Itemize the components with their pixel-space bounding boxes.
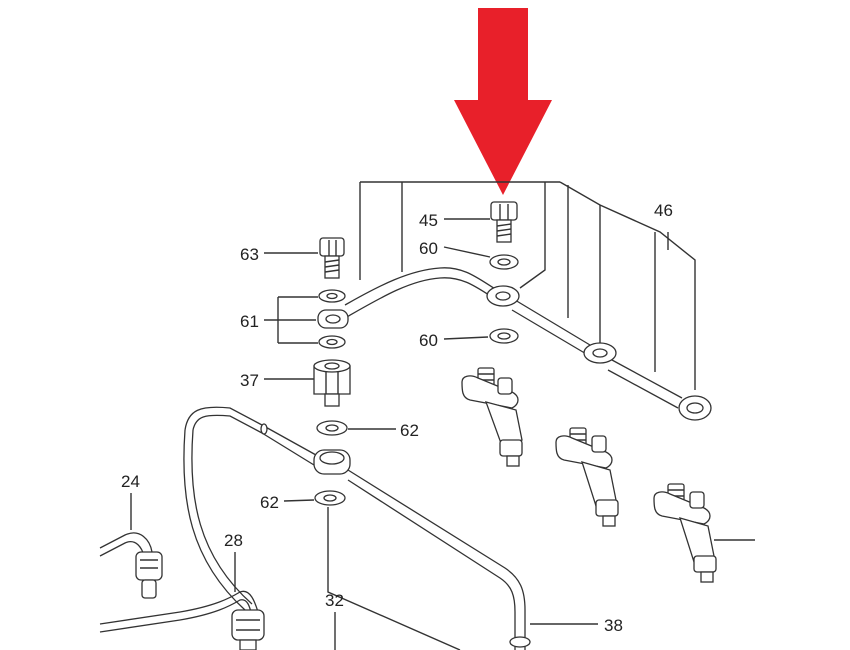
label-part-46: 46 bbox=[654, 201, 673, 220]
injection-pipe-left bbox=[183, 406, 263, 611]
banjo-fitting-61 bbox=[317, 289, 349, 349]
hollow-bolt-37 bbox=[313, 359, 351, 407]
injector-2 bbox=[555, 427, 619, 527]
label-part-61: 61 bbox=[240, 312, 259, 331]
label-part-60-bottom: 60 bbox=[419, 331, 438, 350]
injection-pipe-28 bbox=[99, 590, 265, 650]
lower-banjo bbox=[313, 449, 351, 475]
label-part-37: 37 bbox=[240, 371, 259, 390]
fuel-rail-bracket bbox=[359, 181, 696, 390]
label-part-38: 38 bbox=[604, 616, 623, 635]
label-part-62-right: 62 bbox=[400, 421, 419, 440]
label-part-60-top: 60 bbox=[419, 239, 438, 258]
return-pipe bbox=[344, 267, 712, 421]
bolt-45 bbox=[490, 201, 518, 243]
label-part-62-left: 62 bbox=[260, 493, 279, 512]
red-pointer-arrow bbox=[454, 8, 552, 195]
bolt-63 bbox=[319, 237, 345, 279]
label-part-32: 32 bbox=[325, 591, 344, 610]
label-part-45: 45 bbox=[419, 211, 438, 230]
injection-pipe-24 bbox=[99, 532, 163, 599]
leader-lines bbox=[130, 218, 755, 650]
label-part-24: 24 bbox=[121, 472, 140, 491]
injector-3 bbox=[653, 483, 717, 583]
leak-off-pipe-38 bbox=[260, 423, 531, 650]
injector-1 bbox=[461, 367, 523, 467]
label-part-63: 63 bbox=[240, 245, 259, 264]
label-part-28: 28 bbox=[224, 531, 243, 550]
